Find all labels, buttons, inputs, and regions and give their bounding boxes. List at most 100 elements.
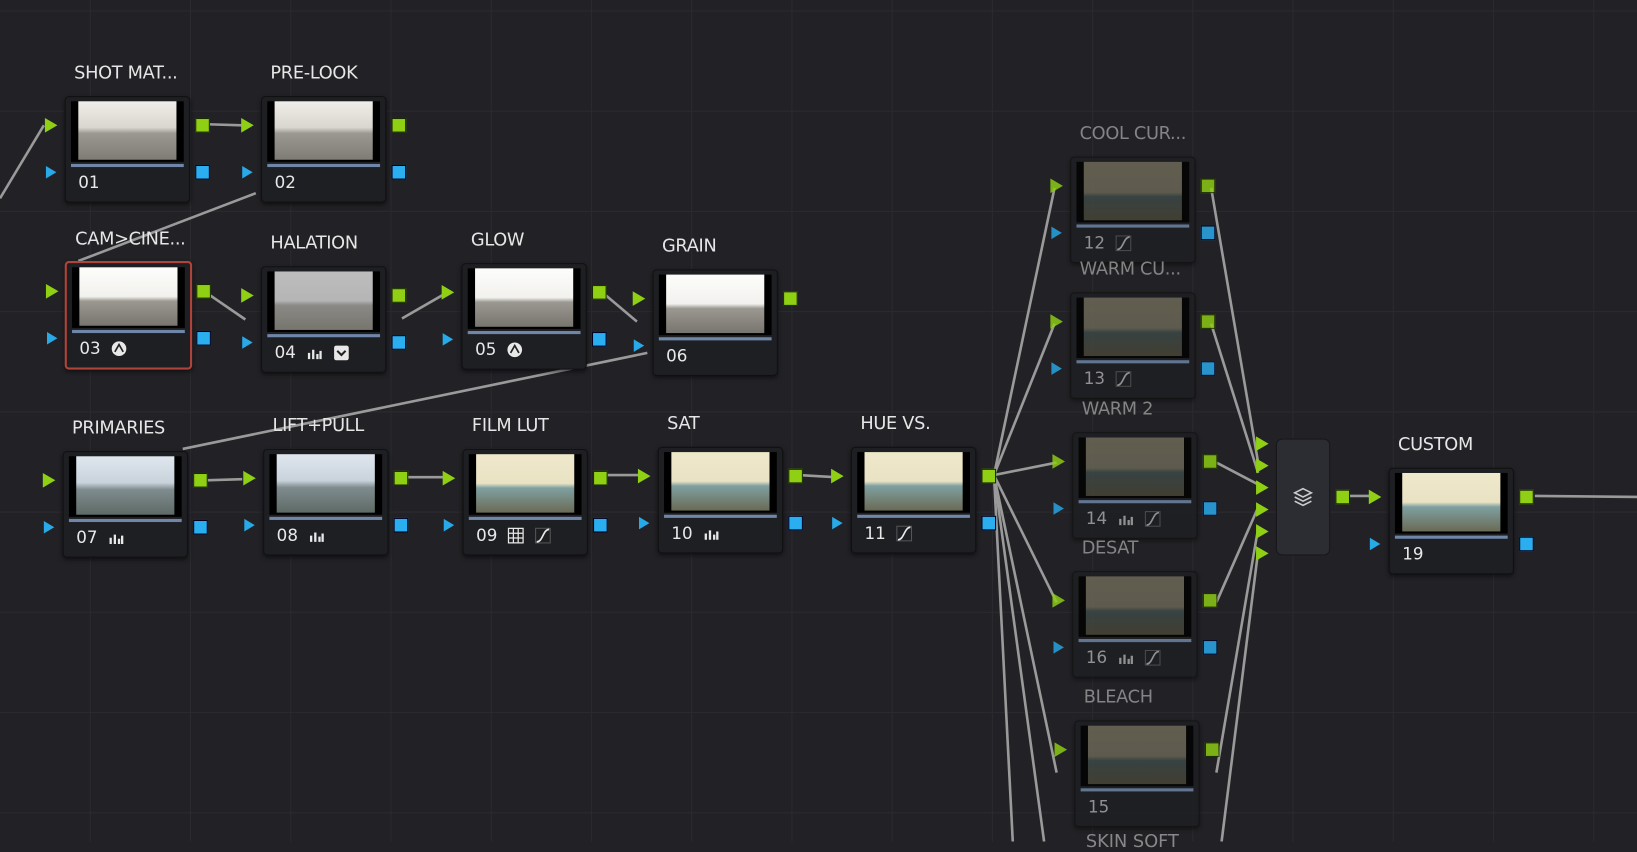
node-11[interactable]: HUE VS. 11	[831, 413, 997, 554]
key-output-port[interactable]	[195, 164, 210, 180]
rgb-output-port[interactable]	[196, 283, 211, 299]
key-output-port[interactable]	[981, 515, 997, 531]
rgb-output-port[interactable]	[1202, 454, 1218, 469]
node-thumbnail	[1076, 161, 1190, 223]
rgb-output-port[interactable]	[981, 468, 997, 484]
key-input-port[interactable]	[633, 339, 645, 352]
rgb-output-port[interactable]	[391, 288, 407, 303]
key-input-port[interactable]	[1051, 226, 1062, 240]
key-input-port[interactable]	[46, 332, 58, 345]
node-05[interactable]: GLOW 05	[441, 230, 607, 370]
layer-mixer-node[interactable]	[1256, 436, 1351, 561]
mixer-input-port[interactable]	[1256, 546, 1269, 561]
node-10[interactable]: SAT 10	[637, 413, 803, 554]
node-09[interactable]: FILM LUT 09	[442, 416, 608, 556]
key-output-port[interactable]	[788, 515, 803, 531]
key-input-port[interactable]	[242, 166, 253, 179]
rgb-input-port[interactable]	[243, 470, 256, 486]
key-input-port[interactable]	[45, 166, 57, 179]
rgb-input-port[interactable]	[1052, 593, 1065, 608]
mixer-input-port[interactable]	[1256, 524, 1269, 539]
key-output-port[interactable]	[196, 330, 211, 346]
rgb-output-port[interactable]	[1204, 742, 1220, 757]
key-input-port[interactable]	[1053, 641, 1064, 654]
rgb-output-port[interactable]	[1200, 178, 1216, 194]
rgb-output-port[interactable]	[195, 117, 210, 133]
node-number: 09	[476, 525, 498, 546]
rgb-output-port[interactable]	[1202, 593, 1218, 608]
key-input-port[interactable]	[1051, 362, 1062, 375]
mixer-input-port[interactable]	[1256, 480, 1269, 495]
key-output-port[interactable]	[1200, 225, 1216, 241]
node-label: CUSTOM	[1398, 434, 1473, 456]
node-04[interactable]: HALATION 04	[241, 233, 407, 373]
rgb-input-port[interactable]	[637, 468, 651, 484]
key-output-port[interactable]	[391, 164, 407, 180]
rgb-output-port[interactable]	[783, 291, 798, 306]
checkbox-icon	[334, 345, 350, 360]
node-01[interactable]: SHOT MAT... 01	[44, 63, 210, 203]
key-input-port[interactable]	[242, 336, 253, 349]
node-thumbnail	[1080, 725, 1194, 787]
key-output-port[interactable]	[1202, 640, 1218, 655]
node-19[interactable]: CUSTOM 19	[1368, 434, 1534, 575]
rgb-output-port[interactable]	[593, 470, 608, 486]
rgb-output-port[interactable]	[1519, 489, 1534, 505]
node-key-bar	[857, 514, 970, 518]
rgb-output-port[interactable]	[393, 470, 409, 486]
rgb-input-port[interactable]	[45, 283, 59, 299]
key-input-port[interactable]	[832, 516, 843, 530]
node-02[interactable]: PRE-LOOK 02	[241, 63, 407, 203]
node-08[interactable]: LIFT+PULL 08	[243, 416, 409, 556]
mixer-input-port[interactable]	[1256, 502, 1269, 517]
rgb-input-port[interactable]	[441, 285, 455, 300]
node-14[interactable]: WARM 2 14	[1052, 399, 1218, 539]
rgb-output-port[interactable]	[1200, 314, 1216, 329]
node-number: 15	[1087, 796, 1110, 817]
rgb-input-port[interactable]	[44, 117, 58, 133]
key-input-port[interactable]	[442, 333, 454, 346]
rgb-input-port[interactable]	[1050, 178, 1063, 194]
rgb-output-port[interactable]	[193, 472, 208, 488]
rgb-input-port[interactable]	[632, 291, 646, 306]
rgb-input-port[interactable]	[1368, 489, 1382, 505]
rgb-output-port[interactable]	[391, 117, 407, 133]
rgb-input-port[interactable]	[1050, 314, 1063, 329]
mixer-input-port[interactable]	[1256, 458, 1269, 473]
node-15[interactable]: BLEACH 15	[1054, 687, 1220, 827]
mixer-output-port[interactable]	[1335, 489, 1351, 505]
node-number: 14	[1085, 508, 1108, 529]
node-07[interactable]: PRIMARIES 07	[42, 418, 208, 558]
key-input-port[interactable]	[443, 518, 455, 532]
key-input-port[interactable]	[43, 521, 55, 534]
rgb-input-port[interactable]	[1052, 454, 1065, 469]
key-input-port[interactable]	[1053, 502, 1064, 515]
rgb-output-port[interactable]	[592, 285, 607, 300]
key-input-port[interactable]	[1369, 537, 1381, 551]
key-output-port[interactable]	[193, 519, 208, 535]
mixer-input-port[interactable]	[1256, 436, 1269, 452]
node-12[interactable]: COOL CUR... 12	[1050, 123, 1216, 264]
rgb-input-port[interactable]	[241, 117, 254, 133]
rgb-output-port[interactable]	[788, 468, 803, 484]
rgb-input-port[interactable]	[241, 288, 254, 303]
key-output-port[interactable]	[592, 332, 607, 347]
rgb-input-port[interactable]	[42, 472, 56, 488]
node-06[interactable]: GRAIN 06	[632, 236, 798, 376]
key-output-port[interactable]	[1519, 536, 1534, 552]
key-output-port[interactable]	[391, 335, 407, 350]
rgb-input-port[interactable]	[442, 470, 456, 486]
key-output-port[interactable]	[593, 517, 608, 533]
key-input-port[interactable]	[244, 518, 255, 532]
key-output-port[interactable]	[393, 517, 409, 533]
key-output-port[interactable]	[1200, 361, 1216, 376]
key-output-port[interactable]	[1202, 501, 1218, 516]
node-label: WARM 2	[1081, 398, 1154, 420]
node-16[interactable]: DESAT 16	[1052, 538, 1218, 678]
rgb-input-port[interactable]	[1054, 742, 1068, 757]
key-input-port[interactable]	[638, 516, 650, 530]
node-13[interactable]: WARM CU... 13	[1050, 259, 1216, 399]
rgb-input-port[interactable]	[831, 468, 844, 484]
node-03[interactable]: CAM>CINE... 03	[45, 229, 211, 370]
